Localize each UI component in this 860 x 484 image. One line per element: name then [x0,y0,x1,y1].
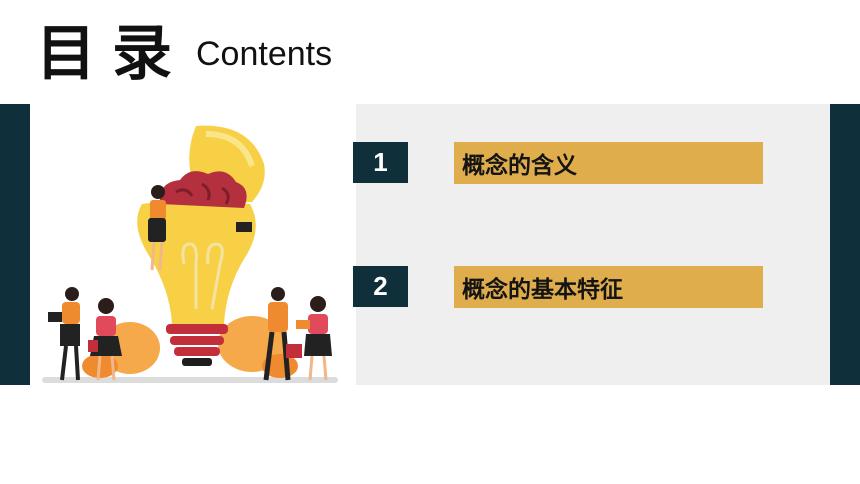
right-accent-band [830,104,860,385]
toc-item-1-number: 1 [353,142,408,183]
toc-item-2-label[interactable]: 概念的基本特征 [454,266,763,308]
left-accent-band [0,104,30,385]
toc-item-1-label[interactable]: 概念的含义 [454,142,763,184]
page-subtitle: Contents [196,35,333,73]
lightbulb-brain-teamwork-icon [42,125,338,383]
page-title: 目录 [36,19,188,89]
toc-item-2-number: 2 [353,266,408,307]
